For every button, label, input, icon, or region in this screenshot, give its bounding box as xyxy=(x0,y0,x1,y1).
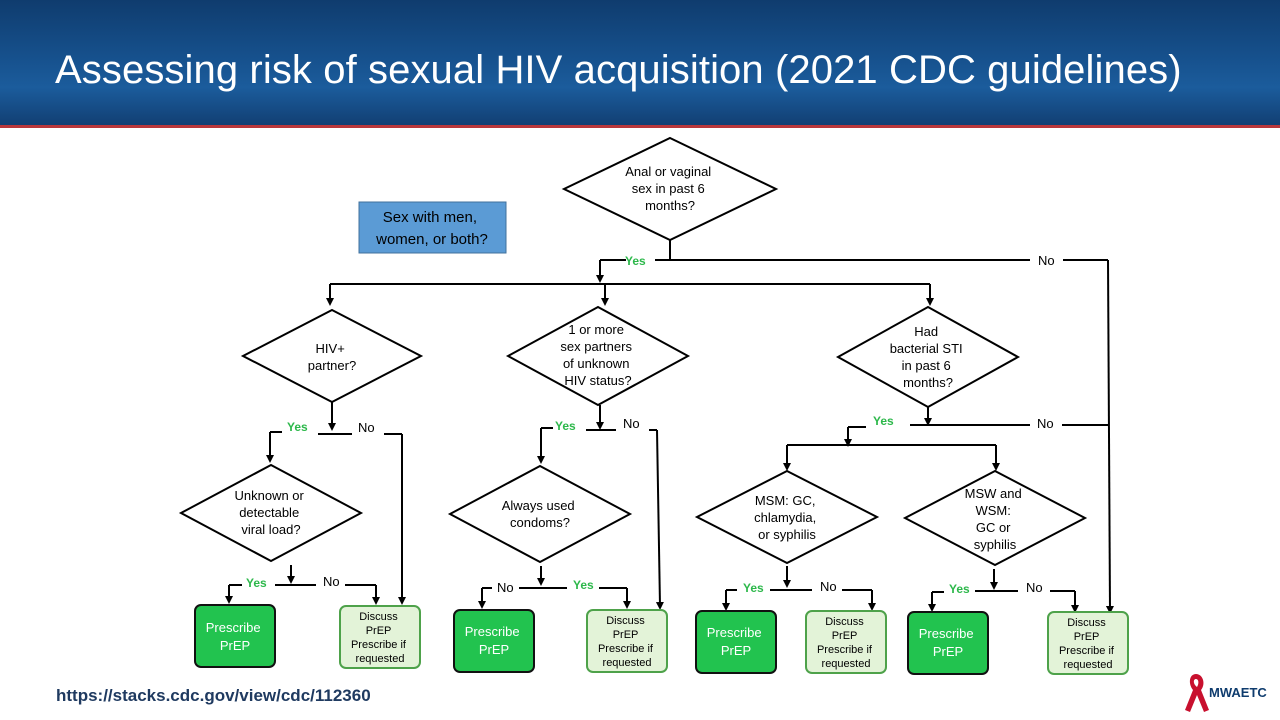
bacterial-sti-diamond xyxy=(835,305,1021,409)
sex-partners-note-box xyxy=(358,201,507,254)
sex-partners-note-text: Sex with men, women, or both? xyxy=(375,209,488,248)
svg-text:Discuss PrEP Presc: Discuss PrEP Prescribe if requested xyxy=(1059,617,1117,671)
msw-wsm-connectors xyxy=(928,569,1079,613)
prescribe-prep-box-4: Prescribe PrEP xyxy=(907,611,989,675)
unknown-status-text: 1 or more sex partners of unknown HIV st… xyxy=(560,322,635,388)
svg-text:Prescribe PrEP: Prescribe PrEP xyxy=(206,620,265,653)
hiv-partner-no-label: No xyxy=(358,420,375,435)
svg-text:Prescribe PrEP: Prescribe PrEP xyxy=(919,626,978,659)
condoms-yes-label: Yes xyxy=(573,578,594,592)
msm-text: MSM: GC, chlamydia, or syphilis xyxy=(754,493,820,542)
msm-connectors xyxy=(722,566,876,611)
viral-load-diamond xyxy=(178,463,364,563)
top-yes-label: Yes xyxy=(625,254,646,268)
top-connectors xyxy=(326,240,1114,614)
condoms-no-label: No xyxy=(497,580,514,595)
logo-text: MWAETC xyxy=(1209,685,1267,700)
discuss-prep-box-2: Discuss PrEP Prescribe if requested xyxy=(586,609,668,673)
prescribe-prep-box-3: Prescribe PrEP xyxy=(695,610,777,674)
hiv-partner-connectors xyxy=(266,402,406,605)
top-decision-text: Anal or vaginal sex in past 6 months? xyxy=(625,164,715,213)
bacterial-sti-text: Had bacterial STI in past 6 months? xyxy=(890,324,967,390)
red-ribbon-icon xyxy=(1185,674,1209,712)
slide-title: Assessing risk of sexual HIV acquisition… xyxy=(55,48,1182,92)
msm-no-label: No xyxy=(820,579,837,594)
hiv-partner-yes-label: Yes xyxy=(287,420,308,434)
prescribe-prep-box-2: Prescribe PrEP xyxy=(453,609,535,673)
condoms-diamond xyxy=(447,464,633,564)
svg-text:Prescribe PrEP: Prescribe PrEP xyxy=(465,624,524,657)
unknown-status-yes-label: Yes xyxy=(555,419,576,433)
hiv-partner-diamond xyxy=(240,308,424,404)
top-no-label: No xyxy=(1038,253,1055,268)
title-banner: Assessing risk of sexual HIV acquisition… xyxy=(0,0,1280,128)
bacterial-sti-no-label: No xyxy=(1037,416,1054,431)
msw-wsm-text: MSW and WSM: GC or syphilis xyxy=(965,486,1026,552)
viral-load-yes-label: Yes xyxy=(246,576,267,590)
mwaetc-logo: MWAETC xyxy=(1185,674,1267,712)
msm-yes-label: Yes xyxy=(743,581,764,595)
msw-wsm-diamond xyxy=(902,469,1088,567)
viral-load-connectors xyxy=(225,565,380,605)
hiv-partner-text: HIV+ partner? xyxy=(308,341,356,373)
unknown-status-no-label: No xyxy=(623,416,640,431)
prescribe-prep-box-1: Prescribe PrEP xyxy=(194,604,276,668)
svg-text:Discuss PrEP Presc: Discuss PrEP Prescribe if requested xyxy=(598,615,656,669)
unknown-status-diamond xyxy=(505,305,691,407)
source-url-link[interactable]: https://stacks.cdc.gov/view/cdc/112360 xyxy=(56,686,371,705)
discuss-prep-box-4: Discuss PrEP Prescribe if requested xyxy=(1047,611,1129,675)
discuss-prep-box-3: Discuss PrEP Prescribe if requested xyxy=(805,610,887,674)
viral-load-no-label: No xyxy=(323,574,340,589)
discuss-prep-box-1: Discuss PrEP Prescribe if requested xyxy=(339,605,421,669)
msw-wsm-no-label: No xyxy=(1026,580,1043,595)
condoms-text: Always used condoms? xyxy=(502,498,579,530)
bacterial-sti-connectors xyxy=(783,407,1108,471)
svg-text:Prescribe PrEP: Prescribe PrEP xyxy=(707,625,766,658)
svg-text:Discuss PrEP Presc: Discuss PrEP Prescribe if requested xyxy=(351,611,409,665)
msw-wsm-yes-label: Yes xyxy=(949,582,970,596)
unknown-status-connectors xyxy=(537,405,664,610)
condoms-connectors xyxy=(478,566,631,609)
msm-diamond xyxy=(694,469,880,565)
bacterial-sti-yes-label: Yes xyxy=(873,414,894,428)
svg-text:Discuss PrEP Presc: Discuss PrEP Prescribe if requested xyxy=(817,616,875,670)
viral-load-text: Unknown or detectable viral load? xyxy=(235,488,308,537)
